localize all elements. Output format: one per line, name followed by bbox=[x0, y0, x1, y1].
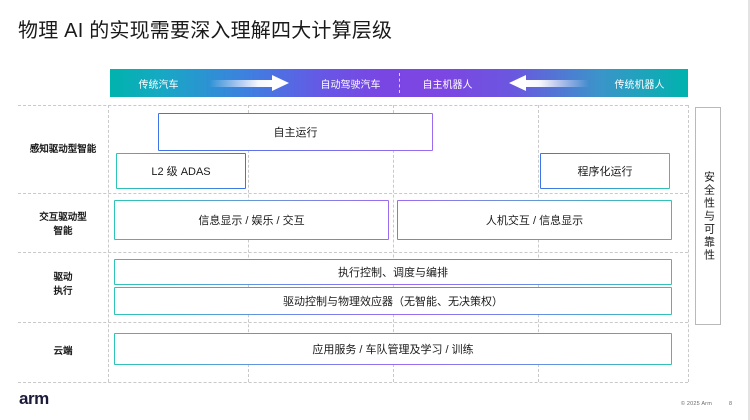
grid-vrule-3 bbox=[538, 105, 539, 382]
box-hmi[interactable]: 人机交互 / 信息显示 bbox=[397, 200, 672, 240]
grid-hrule-bottom bbox=[18, 382, 688, 383]
box-drive-control[interactable]: 驱动控制与物理效应器（无智能、无决策权） bbox=[114, 287, 672, 315]
grid-hrule-top bbox=[18, 105, 688, 106]
row-label-interaction: 交互驱动型 智能 bbox=[18, 211, 108, 239]
grid-vrule-1 bbox=[248, 105, 249, 382]
row-label-perception: 感知驱动型智能 bbox=[29, 144, 97, 155]
safety-reliability-panel: 安全性与可靠性 bbox=[695, 107, 721, 325]
arrow-left-icon bbox=[496, 69, 591, 97]
spectrum-label-autonomous-car: 自动驾驶汽车 bbox=[320, 79, 381, 91]
box-execution-control[interactable]: 执行控制、调度与编排 bbox=[114, 259, 672, 285]
row-label-actuation: 驱动 执行 bbox=[18, 271, 108, 299]
row-label-actuation-line2: 执行 bbox=[53, 285, 73, 297]
slide-right-edge bbox=[748, 0, 750, 420]
page-number: 8 bbox=[728, 401, 732, 407]
spectrum-center-divider bbox=[399, 73, 400, 93]
grid-hrule-2 bbox=[18, 252, 688, 253]
grid-vrule-gutter bbox=[108, 105, 109, 382]
row-label-cloud: 云端 bbox=[53, 346, 73, 357]
box-l2-adas[interactable]: L2 级 ADAS bbox=[116, 153, 246, 189]
box-autonomous-run[interactable]: 自主运行 bbox=[158, 113, 433, 151]
arm-logo: arm bbox=[19, 389, 49, 408]
page-title: 物理 AI 的实现需要深入理解四大计算层级 bbox=[18, 20, 393, 42]
copyright-text: © 2025 Arm bbox=[680, 401, 712, 407]
grid-vrule-right bbox=[688, 105, 689, 382]
spectrum-label-autonomous-robot: 自主机器人 bbox=[422, 79, 473, 91]
grid-hrule-3 bbox=[18, 322, 688, 323]
arrow-right-icon bbox=[207, 69, 302, 97]
safety-reliability-label: 安全性与可靠性 bbox=[702, 170, 715, 262]
row-label-interaction-line1: 交互驱动型 bbox=[39, 212, 87, 223]
layer-matrix: 感知驱动型智能 交互驱动型 智能 驱动 执行 云端 自主运行 L2 级 ADAS… bbox=[18, 105, 689, 383]
grid-hrule-1 bbox=[18, 193, 688, 194]
grid-vrule-center bbox=[393, 105, 394, 382]
spectrum-bar: 传统汽车 自动驾驶汽车 自主机器人 传统机器人 bbox=[110, 69, 688, 97]
row-label-interaction-line2: 智能 bbox=[53, 225, 73, 237]
box-cloud-services[interactable]: 应用服务 / 车队管理及学习 / 训练 bbox=[114, 333, 672, 365]
spectrum-label-traditional-robot: 传统机器人 bbox=[614, 79, 665, 91]
box-infotainment[interactable]: 信息显示 / 娱乐 / 交互 bbox=[114, 200, 389, 240]
spectrum-label-traditional-car: 传统汽车 bbox=[138, 79, 179, 91]
box-programmatic-run[interactable]: 程序化运行 bbox=[540, 153, 670, 189]
row-label-actuation-line1: 驱动 bbox=[53, 272, 73, 283]
